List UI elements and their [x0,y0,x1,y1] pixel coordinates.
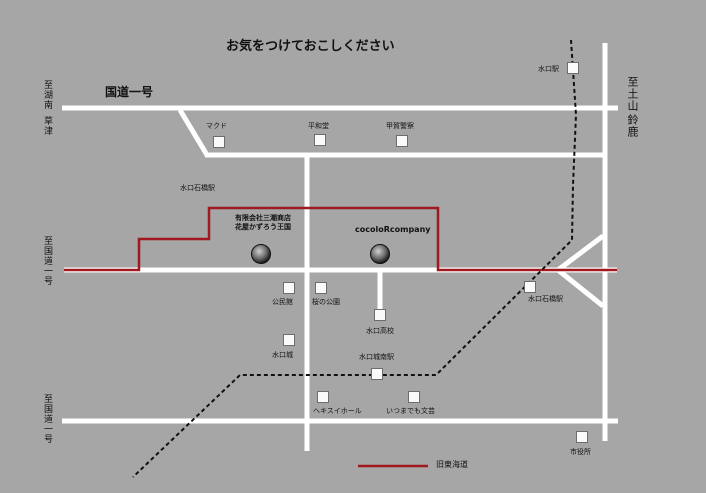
label-kouminkan: 公民館 [272,298,293,306]
label-police: 甲賀警察 [386,122,414,130]
label-hekisui: ヘキスイホール [313,407,362,415]
shop-right-pin[interactable] [370,244,390,264]
marker-high-school [374,309,386,321]
label-city-hall: 市役所 [570,448,591,456]
route-label: 国道一号 [105,85,154,99]
marker-mac [213,136,225,148]
shop-right-name: cocoloRcompany [355,225,431,234]
shop-left-name: 有限会社三潮商店 花屋かずろう王国 [235,214,291,233]
label-high-school: 水口高校 [366,327,394,335]
diagonal-road [177,108,210,157]
label-mac: マクド [206,122,227,130]
branch-road-lower [556,268,605,308]
label-castle-south-station: 水口城南駅 [359,353,394,361]
legend-label: 旧東海道 [436,460,468,469]
shop-left-line1: 有限会社三潮商店 [235,214,291,222]
marker-castle [283,334,295,346]
direction-top-left-2: 草津 [42,116,52,136]
direction-mid-left: 至国道一号 [42,236,52,286]
old-tokaido-route [64,206,617,272]
label-itsumademo: いつまでも文芸 [386,407,435,415]
marker-hekisui [317,391,329,403]
marker-sakura-park [315,282,327,294]
marker-ishibashi-right [524,281,536,293]
marker-city-hall [576,431,588,443]
label-ishibashi-left: 水口石橋駅 [180,184,215,192]
marker-castle-south-station [371,368,383,380]
label-castle: 水口城 [272,351,293,359]
label-minakuchi-station: 水口駅 [538,65,559,73]
marker-itsumademo [408,391,420,403]
marker-minakuchi-station [567,62,579,74]
direction-top-right: 至土山 [626,76,639,112]
direction-top-left: 至湖南 [42,80,52,110]
label-sakura-park: 桜の公園 [312,298,340,306]
map-title: お気をつけておこしください [226,39,395,54]
direction-bottom-left: 至国道一号 [42,394,52,444]
shop-left-pin[interactable] [251,244,271,264]
direction-top-right-2: 鈴鹿 [626,114,639,138]
marker-heiwado [314,134,326,146]
shop-left-line2: 花屋かずろう王国 [235,223,291,232]
marker-police [396,135,408,147]
branch-road-upper [556,234,605,272]
marker-kouminkan [283,282,295,294]
label-ishibashi-right: 水口石橋駅 [528,295,563,303]
label-heiwado: 平和堂 [308,122,329,130]
